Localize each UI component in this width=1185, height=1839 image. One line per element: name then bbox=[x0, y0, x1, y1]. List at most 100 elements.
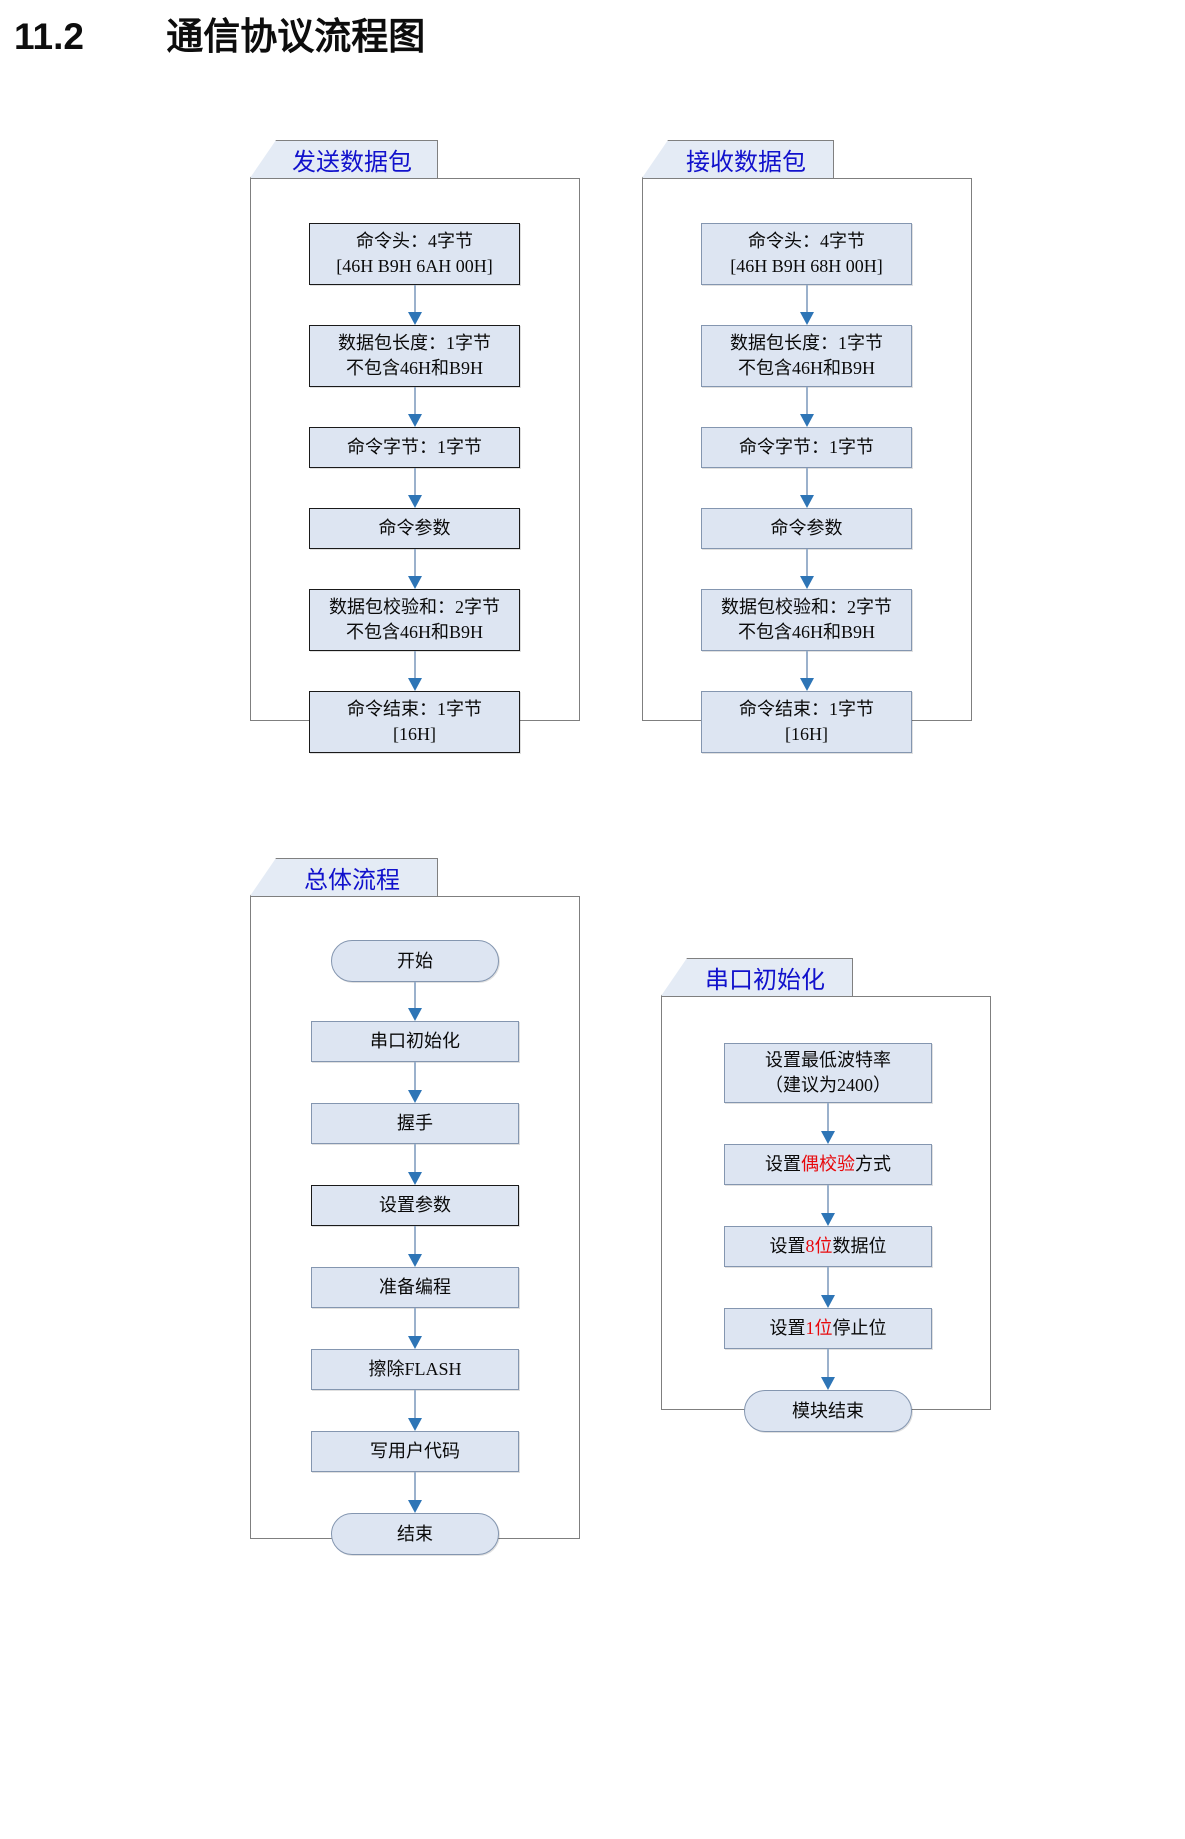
arrow-1 bbox=[408, 982, 422, 1021]
panel-body-receive-packet: 命令头：4字节 [46H B9H 68H 00H] 数据包长度：1字节 不包含4… bbox=[642, 178, 972, 753]
panel-tab-receive-packet[interactable]: 接收数据包 bbox=[642, 140, 834, 178]
node-line-2: [46H B9H 6AH 00H] bbox=[336, 256, 493, 276]
node-line-1: 数据包校验和：2字节 bbox=[721, 597, 892, 618]
arrow-3 bbox=[408, 1144, 422, 1185]
panel-serial-init: 串口初始化 设置最低波特率 （建议为2400） 设置偶校验方式 设置8位数据位 bbox=[661, 958, 991, 1432]
panel-tab-label: 接收数据包 bbox=[686, 150, 806, 176]
node-line-1: 命令参数 bbox=[378, 518, 451, 539]
node-serial-init[interactable]: 串口初始化 bbox=[311, 1021, 519, 1062]
node-set-parity[interactable]: 设置偶校验方式 bbox=[724, 1144, 932, 1185]
node-line-1: 命令结束：1字节 bbox=[739, 699, 874, 720]
node-command-end[interactable]: 命令结束：1字节 [16H] bbox=[701, 691, 912, 753]
node-erase-flash[interactable]: 擦除FLASH bbox=[311, 1349, 519, 1390]
node-line-1: 设置最低波特率 bbox=[765, 1050, 891, 1071]
node-module-end[interactable]: 模块结束 bbox=[744, 1390, 912, 1432]
text-post: 停止位 bbox=[832, 1318, 887, 1339]
node-write-usercode[interactable]: 写用户代码 bbox=[311, 1431, 519, 1472]
node-line-1: 数据包校验和：2字节 bbox=[329, 597, 500, 618]
arrow-3 bbox=[800, 468, 814, 508]
node-packet-length[interactable]: 数据包长度：1字节 不包含46H和B9H bbox=[701, 325, 912, 387]
arrow-3 bbox=[408, 468, 422, 508]
node-line-1: 设置参数 bbox=[379, 1195, 451, 1216]
node-packet-checksum[interactable]: 数据包校验和：2字节 不包含46H和B9H bbox=[701, 589, 912, 651]
node-line-1: 设置偶校验方式 bbox=[765, 1152, 891, 1177]
node-line-1: 设置8位数据位 bbox=[770, 1234, 887, 1259]
node-start[interactable]: 开始 bbox=[331, 940, 499, 982]
node-line-1: 数据包长度：1字节 bbox=[338, 333, 491, 354]
node-line-2: 不包含46H和B9H bbox=[345, 358, 483, 378]
node-line-2: [16H] bbox=[785, 724, 828, 744]
node-line-2: 不包含46H和B9H bbox=[345, 622, 483, 642]
node-line-2: 不包含46H和B9H bbox=[737, 622, 875, 642]
node-command-param[interactable]: 命令参数 bbox=[309, 508, 520, 549]
node-line-1: 命令结束：1字节 bbox=[347, 699, 482, 720]
node-command-byte[interactable]: 命令字节：1字节 bbox=[309, 427, 520, 468]
node-command-header[interactable]: 命令头：4字节 [46H B9H 68H 00H] bbox=[701, 223, 912, 285]
text-highlight: 8位 bbox=[805, 1236, 833, 1257]
panel-body-send-packet: 命令头：4字节 [46H B9H 6AH 00H] 数据包长度：1字节 不包含4… bbox=[250, 178, 580, 753]
node-line-2: （建议为2400） bbox=[765, 1075, 891, 1095]
arrow-7 bbox=[408, 1472, 422, 1513]
arrow-3 bbox=[821, 1267, 835, 1308]
panel-tab-label: 总体流程 bbox=[304, 868, 400, 894]
node-end[interactable]: 结束 bbox=[331, 1513, 499, 1555]
node-line-2: [46H B9H 68H 00H] bbox=[730, 256, 883, 276]
node-packet-length[interactable]: 数据包长度：1字节 不包含46H和B9H bbox=[309, 325, 520, 387]
arrow-5 bbox=[408, 1308, 422, 1349]
panel-tab-overall-flow[interactable]: 总体流程 bbox=[250, 858, 438, 896]
node-handshake[interactable]: 握手 bbox=[311, 1103, 519, 1144]
arrow-6 bbox=[408, 1390, 422, 1431]
text-post: 数据位 bbox=[832, 1236, 887, 1257]
text-pre: 设置 bbox=[765, 1154, 801, 1175]
node-command-header[interactable]: 命令头：4字节 [46H B9H 6AH 00H] bbox=[309, 223, 520, 285]
node-line-1: 命令参数 bbox=[770, 518, 843, 539]
node-line-1: 命令字节：1字节 bbox=[739, 437, 874, 458]
arrow-1 bbox=[800, 285, 814, 325]
node-line-1: 擦除FLASH bbox=[368, 1359, 462, 1380]
arrow-2 bbox=[800, 387, 814, 427]
arrow-5 bbox=[408, 651, 422, 691]
node-packet-checksum[interactable]: 数据包校验和：2字节 不包含46H和B9H bbox=[309, 589, 520, 651]
panel-tab-serial-init[interactable]: 串口初始化 bbox=[661, 958, 853, 996]
text-pre: 设置 bbox=[769, 1236, 806, 1257]
arrow-1 bbox=[408, 285, 422, 325]
node-line-1: 握手 bbox=[397, 1113, 433, 1134]
node-line-1: 设置1位停止位 bbox=[770, 1316, 887, 1341]
node-line-1: 写用户代码 bbox=[370, 1441, 460, 1462]
text-pre: 设置 bbox=[769, 1318, 806, 1339]
node-command-param[interactable]: 命令参数 bbox=[701, 508, 912, 549]
node-command-end[interactable]: 命令结束：1字节 [16H] bbox=[309, 691, 520, 753]
arrow-2 bbox=[821, 1185, 835, 1226]
node-command-byte[interactable]: 命令字节：1字节 bbox=[701, 427, 912, 468]
text-post: 方式 bbox=[855, 1154, 891, 1175]
arrow-4 bbox=[821, 1349, 835, 1390]
arrow-1 bbox=[821, 1103, 835, 1144]
panel-receive-packet: 接收数据包 命令头：4字节 [46H B9H 68H 00H] 数据包长度：1字… bbox=[642, 140, 972, 753]
node-line-1: 模块结束 bbox=[792, 1400, 864, 1421]
text-highlight: 偶校验 bbox=[801, 1154, 855, 1175]
node-line-1: 数据包长度：1字节 bbox=[730, 333, 883, 354]
arrow-4 bbox=[408, 1226, 422, 1267]
node-line-1: 结束 bbox=[397, 1523, 433, 1544]
node-set-params[interactable]: 设置参数 bbox=[311, 1185, 519, 1226]
panel-tab-label: 串口初始化 bbox=[705, 968, 825, 994]
node-set-stopbits[interactable]: 设置1位停止位 bbox=[724, 1308, 932, 1349]
arrow-5 bbox=[800, 651, 814, 691]
node-prepare-program[interactable]: 准备编程 bbox=[311, 1267, 519, 1308]
node-line-1: 准备编程 bbox=[379, 1277, 451, 1298]
node-line-2: 不包含46H和B9H bbox=[737, 358, 875, 378]
node-set-baudrate[interactable]: 设置最低波特率 （建议为2400） bbox=[724, 1043, 932, 1103]
node-line-1: 命令字节：1字节 bbox=[347, 437, 482, 458]
node-set-databits[interactable]: 设置8位数据位 bbox=[724, 1226, 932, 1267]
node-line-1: 命令头：4字节 bbox=[356, 231, 473, 252]
page-title: 11.2 通信协议流程图 bbox=[14, 16, 426, 57]
node-line-1: 串口初始化 bbox=[370, 1031, 460, 1052]
text-highlight: 1位 bbox=[805, 1318, 833, 1339]
panel-send-packet: 发送数据包 命令头：4字节 [46H B9H 6AH 00H] 数据包长度：1字… bbox=[250, 140, 580, 753]
panel-body-serial-init: 设置最低波特率 （建议为2400） 设置偶校验方式 设置8位数据位 设置1位停止… bbox=[661, 996, 991, 1432]
panel-tab-send-packet[interactable]: 发送数据包 bbox=[250, 140, 438, 178]
node-line-1: 命令头：4字节 bbox=[748, 231, 865, 252]
panel-overall-flow: 总体流程 开始 串口初始化 握手 设置参数 bbox=[250, 858, 580, 1555]
arrow-2 bbox=[408, 387, 422, 427]
arrow-4 bbox=[800, 549, 814, 589]
